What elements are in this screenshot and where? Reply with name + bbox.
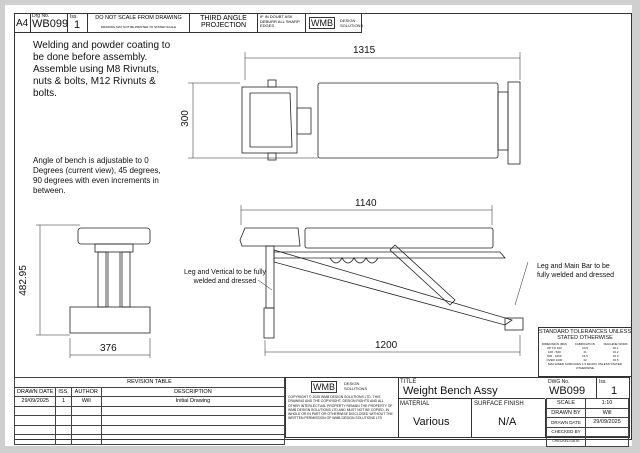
iss-label: Iss. [70, 14, 78, 20]
tol-cell: ±1.5 [582, 354, 588, 358]
tol-cell: ±2 [583, 358, 587, 362]
drg-no-cell: Drg No.WB099 [31, 13, 68, 33]
dimension-lines [36, 52, 529, 358]
drawn-date-label: DRAWN DATE [546, 417, 586, 428]
rev-cell: Will [70, 396, 102, 407]
scale: 1:10 [585, 398, 629, 409]
iss-cell: Iss.1 [68, 13, 88, 33]
drg-no: WB099 [32, 18, 69, 30]
checked-by-label: CHECKED BY [546, 426, 586, 437]
material-label: MATERIAL [400, 401, 430, 407]
dim-top-width: 300 [179, 110, 191, 127]
tol-cell: ±0.2 [612, 350, 619, 354]
dim-side-base: 1200 [375, 340, 398, 351]
dwg-label: DWG No. [548, 379, 570, 385]
side-view [239, 227, 524, 339]
dwg-no: WB099 [549, 385, 586, 397]
material: Various [413, 416, 450, 428]
drawing-sheet [5, 5, 632, 446]
tolerance-footer: MACHINED SURFACES 1.6 MICRO UNLESS STATE… [548, 362, 622, 370]
scale-label: SCALE [546, 398, 586, 409]
title-label: TITLE [400, 379, 417, 385]
rev-header: AUTHOR [70, 386, 102, 397]
drawn-by-label: DRAWN BY [546, 407, 586, 418]
tol-cell: UP TO 100 [546, 346, 562, 350]
dim-front-width: 376 [100, 343, 117, 354]
drg-no-label: Drg No. [32, 13, 50, 19]
tol-header: FABRICATION [575, 342, 595, 346]
iss: 1 [74, 19, 81, 31]
tolerance-title: STANDARD TOLERANCES UNLESS STATED OTHERW… [539, 329, 631, 341]
front-view [69, 227, 151, 334]
vertical-weld-note: Leg and Vertical to be fully welded and … [183, 269, 267, 285]
dim-side-pad: 1140 [355, 198, 377, 209]
sheet-size-cell: A4 [14, 13, 31, 33]
title-logo-sub: DESIGN SOLUTIONS [344, 381, 368, 391]
drawing-frame [14, 13, 632, 440]
drawn-by: Will [585, 407, 629, 418]
surface-finish: N/A [498, 416, 517, 428]
sheet-size: A4 [16, 18, 29, 29]
deburr-note: IF IN DOUBT ASK DEBURR ALL SHARP EDGES [258, 13, 306, 33]
tol-header: DIMENSION (MM) [541, 342, 567, 346]
drawn-date: 29/09/2025 [585, 417, 629, 428]
projection-note: THIRD ANGLE PROJECTION [190, 13, 258, 33]
no-scale-cell: DO NOT SCALE FROM DRAWING DRAWING MAY NOT… [88, 13, 190, 33]
tol-cell: ±0.1 [612, 346, 619, 350]
iss-label-title: Iss. [599, 379, 607, 385]
rev-header: DRAWN DATE [13, 386, 57, 397]
tolerance-block: STANDARD TOLERANCES UNLESS STATED OTHERW… [538, 327, 632, 377]
tol-cell: ±0.5 [612, 358, 619, 362]
rev-header: DESCRIPTION [100, 386, 286, 397]
rev-cell: 29/09/2025 [13, 396, 57, 407]
angle-note: Angle of bench is adjustable to 0 Degree… [33, 156, 161, 195]
dim-front-height: 482.95 [17, 265, 29, 296]
dim-top-length: 1315 [353, 45, 376, 56]
tol-cell: ±0.3 [612, 354, 619, 358]
no-scale-sub: DRAWING MAY NOT BE PRINTED TO STATED SCA… [100, 25, 177, 29]
revision-title: REVISION TABLE [14, 377, 285, 388]
tolerance-table: DIMENSION (MM) FABRICATION MACHINE WORK UP… [539, 342, 631, 362]
finish-label: SURFACE FINISH [474, 401, 524, 407]
iss-title: 1 [611, 385, 618, 397]
tol-cell: ±1 [583, 350, 587, 354]
top-view [241, 79, 521, 165]
tol-cell: 500 - 1000 [547, 354, 562, 358]
copyright-note: COPYRIGHT © 2025 WMB DESIGN SOLUTIONS LT… [288, 395, 393, 421]
tol-cell: OVER 1000 [546, 358, 563, 362]
main-bar-weld-note: Leg and Main Bar to be fully welded and … [537, 263, 615, 279]
drawing-title: Weight Bench Assy [403, 385, 498, 397]
logo-text: WMB [309, 17, 335, 29]
header-logo: WMB DESIGN SOLUTIONS [306, 13, 364, 33]
rev-cell: Initial Drawing [100, 396, 286, 407]
title-logo: WMB [311, 381, 337, 393]
checked-date-label: CHECKED DATE [546, 436, 586, 447]
rev-cell: 1 [55, 396, 72, 407]
tol-cell: ±0.5 [582, 346, 588, 350]
tol-header: MACHINE WORK [603, 342, 628, 346]
no-scale-note: DO NOT SCALE FROM DRAWING [95, 15, 182, 21]
rev-header: ISS. [55, 386, 72, 397]
assembly-note: Welding and powder coating to be done be… [33, 40, 171, 99]
title-block: WMB DESIGN SOLUTIONS COPYRIGHT © 2025 WM… [285, 377, 630, 447]
tol-cell: 100 - 500 [547, 350, 561, 354]
logo-sub: DESIGN SOLUTIONS [340, 18, 364, 28]
